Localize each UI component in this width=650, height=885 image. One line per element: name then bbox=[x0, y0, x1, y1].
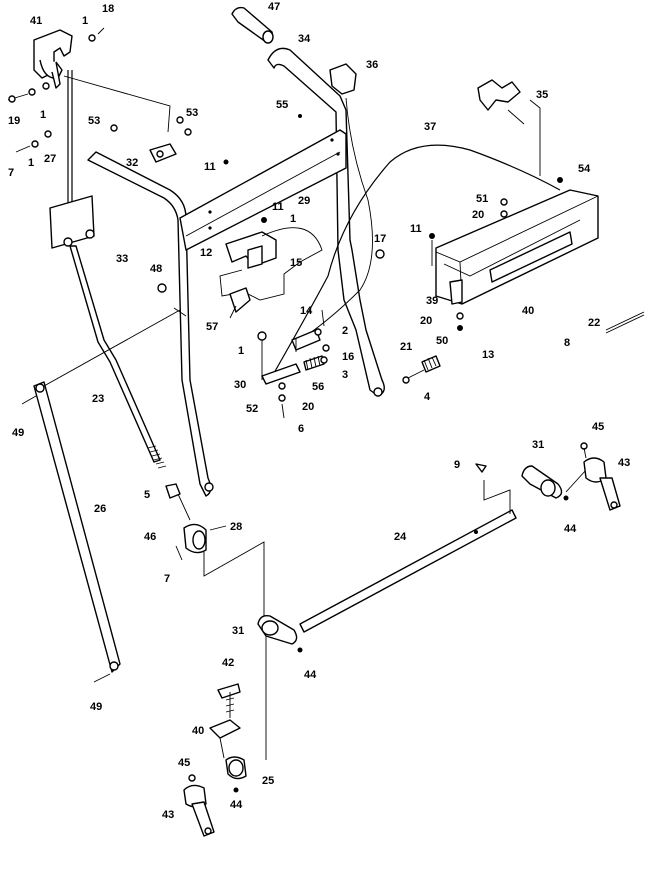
callout-42: 43 bbox=[162, 809, 174, 821]
callout-20: 20 bbox=[302, 401, 314, 413]
callout-labels: 41 1 18 1 19 7 1 27 53 53 32 11 47 34 36… bbox=[8, 1, 630, 821]
callout-2: 2 bbox=[342, 325, 348, 337]
callout-45: 45 bbox=[178, 757, 190, 769]
callout-47: 47 bbox=[268, 1, 280, 13]
spring-21 bbox=[402, 355, 441, 384]
callout-54: 54 bbox=[578, 163, 591, 175]
callout-6: 6 bbox=[298, 423, 304, 435]
callout-8: 7 bbox=[8, 167, 14, 179]
callout-43: 42 bbox=[222, 657, 234, 669]
callout-34: 34 bbox=[298, 33, 311, 45]
callout-11: 11 bbox=[272, 201, 284, 213]
callout-52: 52 bbox=[246, 403, 258, 415]
callout-57: 57 bbox=[206, 321, 218, 333]
callout-27: 27 bbox=[44, 153, 56, 165]
callout-42: 43 bbox=[618, 457, 630, 469]
callout-40: 41 bbox=[30, 15, 42, 27]
callout-35: 35 bbox=[536, 89, 548, 101]
control-cable bbox=[269, 97, 561, 381]
cable-link bbox=[261, 309, 330, 419]
callout-49: 49 bbox=[90, 701, 102, 713]
callout-31: 31 bbox=[532, 439, 544, 451]
callout-1: 1 bbox=[28, 157, 34, 169]
callout-46: 46 bbox=[144, 531, 156, 543]
callout-36: 36 bbox=[366, 59, 378, 71]
callout-32: 32 bbox=[126, 157, 138, 169]
callout-9: 8 bbox=[564, 337, 570, 349]
callout-18: 18 bbox=[102, 3, 114, 15]
callout-21: 21 bbox=[400, 341, 412, 353]
shift-lever-assembly bbox=[7, 27, 171, 208]
callout-44: 44 bbox=[564, 523, 577, 535]
callout-1: 1 bbox=[40, 109, 46, 121]
callout-37: 37 bbox=[424, 121, 436, 133]
callout-16: 16 bbox=[342, 351, 354, 363]
bracket-assembly bbox=[219, 217, 323, 380]
shaft-arm-left bbox=[257, 614, 303, 760]
callout-24: 24 bbox=[394, 531, 407, 543]
callout-19: 19 bbox=[8, 115, 20, 127]
lower-shift-rod bbox=[49, 195, 191, 521]
callout-23: 23 bbox=[92, 393, 104, 405]
callout-31: 31 bbox=[232, 625, 244, 637]
callout-17: 17 bbox=[374, 233, 386, 245]
callout-29: 29 bbox=[298, 195, 310, 207]
callout-4: 4 bbox=[424, 391, 431, 403]
callout-20: 20 bbox=[420, 315, 432, 327]
callout-11: 11 bbox=[410, 223, 422, 235]
callout-15: 15 bbox=[290, 257, 302, 269]
callout-5: 5 bbox=[144, 489, 150, 501]
dash-panel bbox=[429, 177, 645, 334]
callout-44: 44 bbox=[304, 669, 317, 681]
callout-11: 11 bbox=[204, 161, 216, 173]
callout-33: 33 bbox=[116, 253, 128, 265]
handle-frame bbox=[87, 47, 385, 497]
control-rod-26 bbox=[21, 307, 187, 683]
callout-1: 1 bbox=[290, 213, 296, 225]
callout-3: 3 bbox=[342, 369, 348, 381]
callout-20: 20 bbox=[472, 209, 484, 221]
callout-49: 49 bbox=[12, 427, 24, 439]
callout-26: 26 bbox=[94, 503, 106, 515]
callout-30: 30 bbox=[234, 379, 246, 391]
callout-48: 48 bbox=[150, 263, 162, 275]
upper-hardware bbox=[110, 6, 525, 293]
callout-13: 13 bbox=[482, 349, 494, 361]
callout-10: 9 bbox=[454, 459, 460, 471]
callout-51: 51 bbox=[476, 193, 488, 205]
callout-39: 40 bbox=[522, 305, 534, 317]
callout-55: 55 bbox=[276, 99, 288, 111]
callout-28: 28 bbox=[230, 521, 242, 533]
callout-53: 53 bbox=[186, 107, 198, 119]
callout-50: 50 bbox=[436, 335, 448, 347]
callout-1: 1 bbox=[238, 345, 244, 357]
callout-7: 7 bbox=[164, 573, 170, 585]
cross-shaft bbox=[299, 463, 517, 633]
callout-1: 1 bbox=[82, 15, 88, 27]
rod-swivel bbox=[175, 523, 265, 616]
bottom-linkage bbox=[183, 683, 247, 837]
callout-56: 56 bbox=[312, 381, 324, 393]
callout-45: 45 bbox=[592, 421, 604, 433]
shaft-arm-right bbox=[521, 442, 621, 511]
callout-12: 12 bbox=[200, 247, 212, 259]
callout-22: 22 bbox=[588, 317, 600, 329]
callout-14: 14 bbox=[300, 305, 313, 317]
callout-44: 44 bbox=[230, 799, 243, 811]
callout-25: 25 bbox=[262, 775, 274, 787]
callout-41: 40 bbox=[192, 725, 204, 737]
callout-53: 53 bbox=[88, 115, 100, 127]
callout-38: 39 bbox=[426, 295, 438, 307]
